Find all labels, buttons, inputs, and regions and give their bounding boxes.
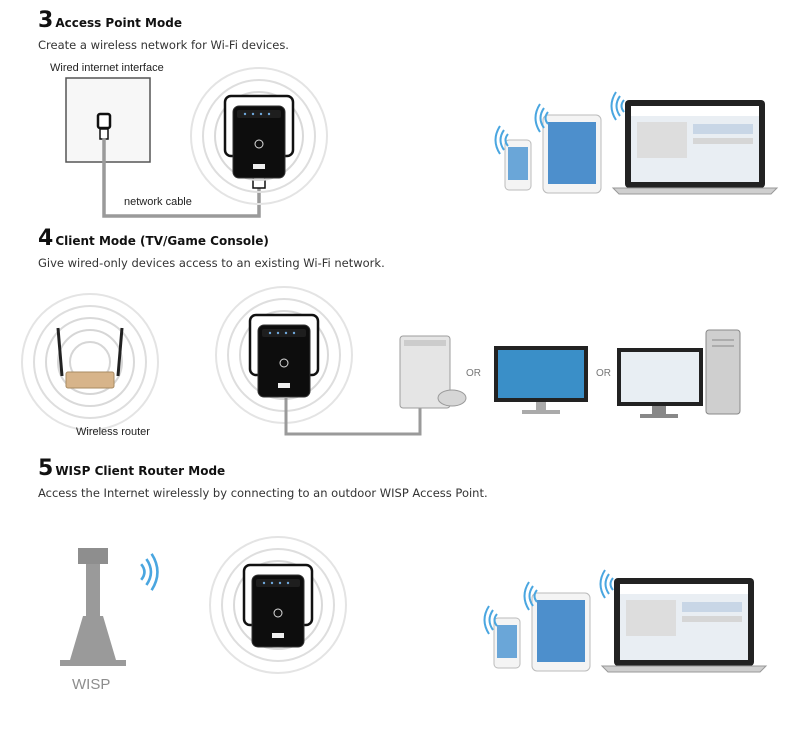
desktop-computer-icon — [617, 329, 741, 418]
section-title: Access Point Mode — [55, 16, 182, 30]
wisp-label: WISP — [72, 676, 111, 693]
range-extender-icon-3 — [209, 536, 347, 674]
section-number: 4 — [38, 226, 54, 251]
tv-icon — [494, 346, 588, 414]
section-number: 5 — [38, 456, 54, 481]
wisp-tower-icon — [60, 548, 126, 666]
wall-socket-icon — [65, 77, 151, 163]
section-title: Client Mode (TV/Game Console) — [55, 234, 269, 248]
section-5-description: Access the Internet wirelessly by connec… — [38, 486, 488, 500]
or-label: OR — [596, 368, 611, 379]
wifi-signal-icon — [599, 569, 614, 599]
wired-interface-label: Wired internet interface — [50, 62, 164, 74]
wireless-router-icon — [21, 293, 159, 431]
section-3-heading: 3 Access Point Mode — [38, 8, 182, 33]
network-cable-label: network cable — [124, 196, 192, 208]
or-label: OR — [466, 368, 481, 379]
game-console-icon — [399, 335, 467, 409]
wifi-signal-icon — [139, 552, 159, 592]
section-4-description: Give wired-only devices access to an exi… — [38, 256, 385, 270]
wireless-router-label: Wireless router — [76, 426, 150, 438]
network-cable-line — [284, 398, 422, 436]
section-5-heading: 5 WISP Client Router Mode — [38, 456, 225, 481]
network-cable-line — [102, 138, 261, 218]
range-extender-icon-2 — [215, 286, 353, 424]
wifi-signal-icon — [610, 91, 625, 121]
section-4-heading: 4 Client Mode (TV/Game Console) — [38, 226, 269, 251]
section-3-description: Create a wireless network for Wi-Fi devi… — [38, 38, 289, 52]
section-number: 3 — [38, 8, 54, 33]
section-title: WISP Client Router Mode — [55, 464, 226, 478]
